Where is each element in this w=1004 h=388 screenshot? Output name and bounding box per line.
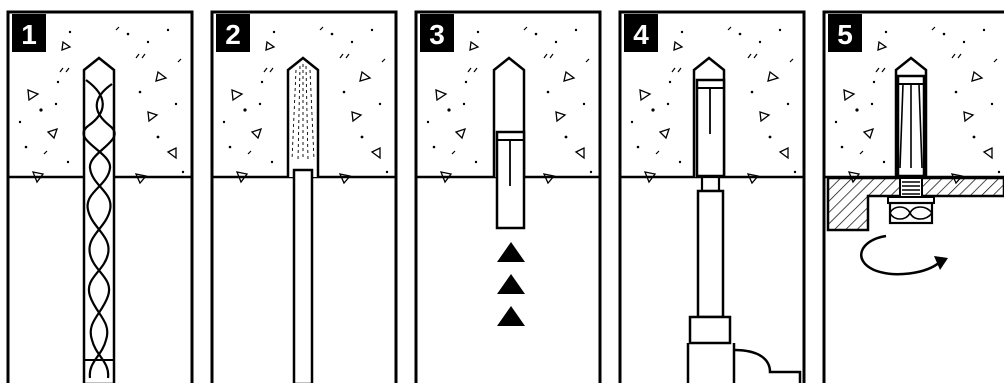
- insert-direction-arrows: [497, 242, 525, 326]
- hammer-handle: [734, 350, 800, 383]
- tool-collar: [690, 317, 730, 343]
- step-number-2: 2: [225, 19, 241, 50]
- step-panel-5: 5: [824, 12, 1004, 383]
- rotate-arrow-icon: [861, 236, 948, 274]
- anchor-sleeve: [497, 132, 524, 228]
- drill-hole-2: [288, 58, 318, 177]
- setting-tool: [688, 177, 800, 383]
- step-panel-3: 3: [416, 12, 600, 383]
- step-number-5: 5: [837, 19, 853, 50]
- step-panel-2: 2: [212, 12, 396, 383]
- arrow-up-icon: [497, 306, 525, 326]
- step-number-3: 3: [429, 19, 445, 50]
- arrow-up-icon: [497, 274, 525, 294]
- arrow-up-icon: [497, 242, 525, 262]
- step-panel-4: 4: [620, 12, 804, 383]
- washer-and-nut: [888, 197, 934, 223]
- drill-bit: [84, 58, 115, 383]
- step-number-1: 1: [21, 19, 37, 50]
- anchor-set: [697, 80, 724, 176]
- step-number-4: 4: [633, 19, 649, 50]
- step-panel-1: 1: [8, 12, 192, 383]
- expanded-anchor: [898, 76, 924, 176]
